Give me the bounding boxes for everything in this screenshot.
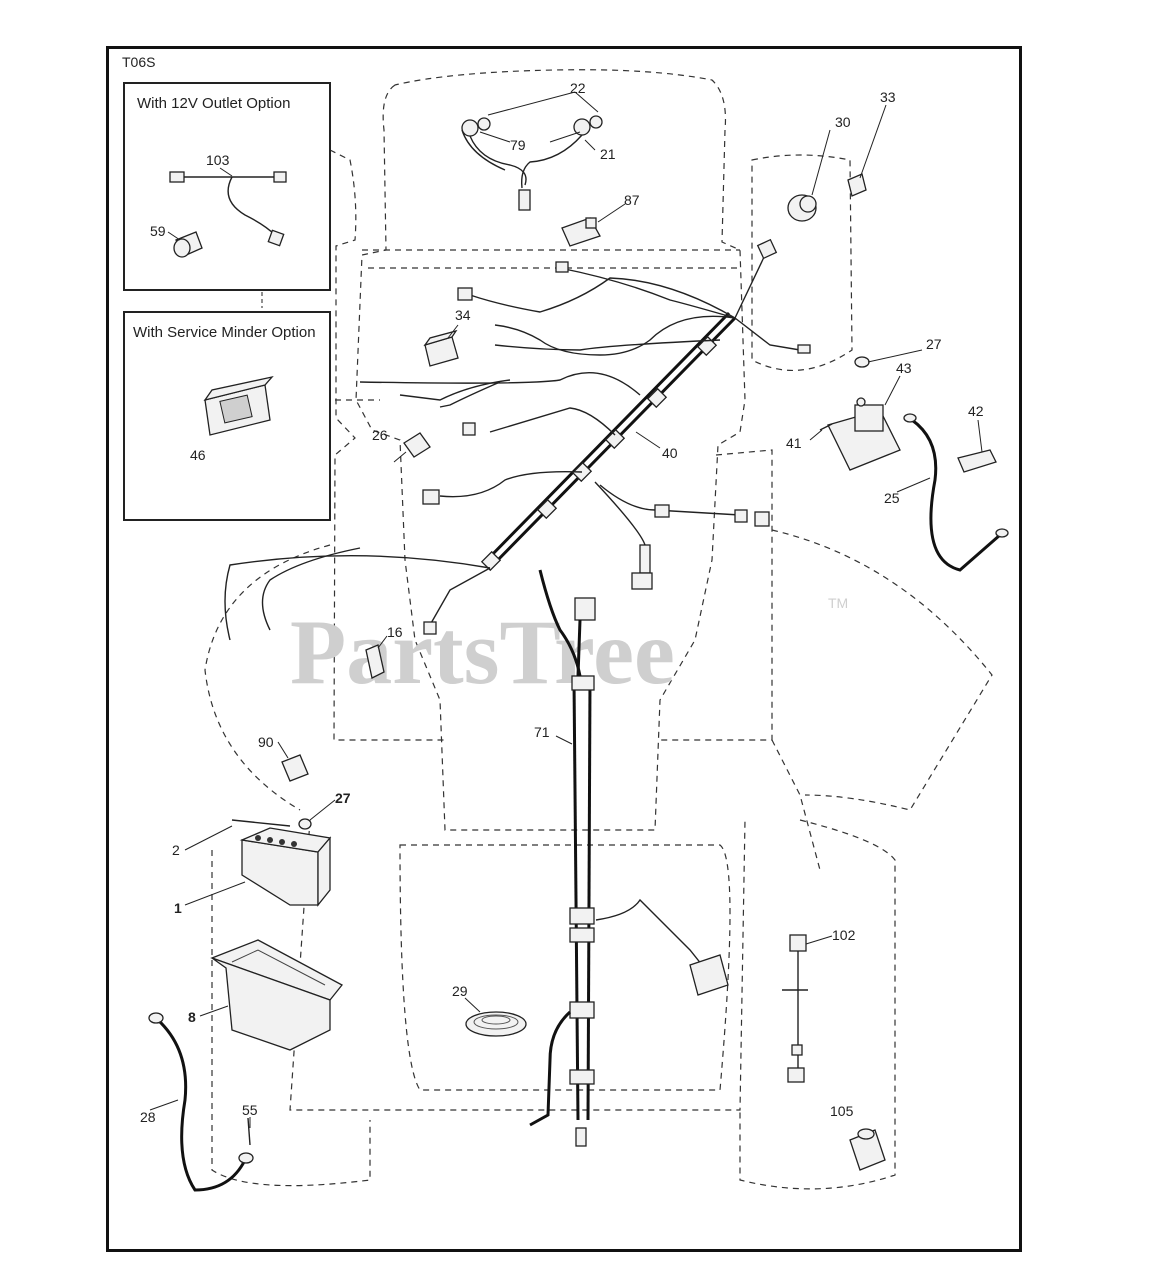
- part-29-coil: [465, 1011, 527, 1037]
- callout-55: 55: [242, 1102, 258, 1118]
- part-90-relay: [281, 754, 309, 782]
- callout-41: 41: [786, 435, 802, 451]
- callout-8: 8: [188, 1009, 196, 1025]
- callout-105: 105: [830, 1103, 854, 1119]
- part-16-connector: [365, 644, 385, 679]
- callout-16: 16: [387, 624, 403, 640]
- leader-lines: [149, 91, 983, 1128]
- callout-33: 33: [880, 89, 896, 105]
- part-55-bolt: [247, 1117, 251, 1146]
- part-27-battery-nut: [298, 818, 312, 830]
- diagram-frame: [106, 46, 1022, 1252]
- part-8-battery-tray: [210, 939, 343, 1051]
- callout-26: 26: [372, 427, 388, 443]
- part-26-fuse: [403, 432, 431, 458]
- callout-46: 46: [190, 447, 206, 463]
- inset-12v-outlet-title: With 12V Outlet Option: [137, 95, 290, 112]
- part-34-module: [423, 329, 459, 367]
- callout-25: 25: [884, 490, 900, 506]
- callout-21: 21: [600, 146, 616, 162]
- callout-2: 2: [172, 842, 180, 858]
- part-27-nut: [854, 356, 870, 368]
- callout-34: 34: [455, 307, 471, 323]
- main-harness-40: [224, 238, 811, 641]
- rear-harness-71: [529, 569, 729, 1147]
- part-102-lead: [782, 934, 808, 1083]
- inset-12v-outlet: With 12V Outlet Option: [123, 82, 331, 291]
- watermark-logo: PartsTree: [290, 601, 675, 703]
- callout-30: 30: [835, 114, 851, 130]
- callout-59: 59: [150, 223, 166, 239]
- callout-87: 87: [624, 192, 640, 208]
- part-43-solenoid: [827, 397, 901, 471]
- part-105-solenoid: [849, 1128, 886, 1171]
- diagram-code: T06S: [122, 54, 155, 70]
- part-41-bolt: [819, 423, 833, 431]
- callout-28: 28: [140, 1109, 156, 1125]
- part-callouts: 22 79 21 87 30 33 103 59 34 27 43 42 41 …: [140, 80, 984, 1125]
- part-30-ignition: [787, 194, 817, 222]
- callout-90: 90: [258, 734, 274, 750]
- callout-71: 71: [534, 724, 550, 740]
- part-87-switch: [561, 217, 601, 247]
- callout-103: 103: [206, 152, 230, 168]
- part-25-cable: [903, 413, 1009, 572]
- part-1-battery: [239, 827, 332, 907]
- callout-22: 22: [570, 80, 586, 96]
- callout-79: 79: [510, 137, 526, 153]
- inset-service-minder-title: With Service Minder Option: [133, 324, 316, 341]
- inset-service-minder: With Service Minder Option: [123, 311, 331, 521]
- callout-27-upper: 27: [926, 336, 942, 352]
- part-28-cable: [148, 1012, 254, 1192]
- part-42-boot: [957, 449, 997, 473]
- part-33-key: [847, 173, 867, 197]
- callout-29: 29: [452, 983, 468, 999]
- headlight-harness: [461, 115, 603, 211]
- callout-102: 102: [832, 927, 856, 943]
- callout-43: 43: [896, 360, 912, 376]
- part-2-bolt: [231, 819, 291, 827]
- watermark-trademark: TM: [828, 595, 848, 611]
- callout-1: 1: [174, 900, 182, 916]
- callout-27-battery: 27: [335, 790, 351, 806]
- callout-40: 40: [662, 445, 678, 461]
- callout-42: 42: [968, 403, 984, 419]
